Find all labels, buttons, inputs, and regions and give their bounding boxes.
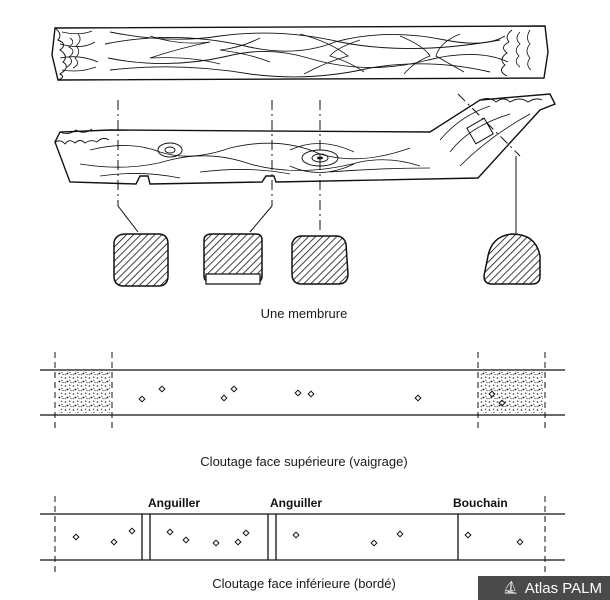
nail-marks [72,527,524,547]
boat-icon: ⛵︎ [502,580,519,595]
bottom-nailing-caption: Cloutage face inférieure (bordé) [212,576,396,591]
cross-sections [113,233,541,287]
label-anguiller-2: Anguiller [270,496,322,510]
atlas-palm-watermark: ⛵︎ Atlas PALM [478,576,610,600]
nail-marks [138,385,506,407]
label-anguiller-1: Anguiller [148,496,200,510]
watermark-text: Atlas PALM [524,579,602,597]
bottom-nailing-plank [40,496,565,576]
top-nailing-caption: Cloutage face supérieure (vaigrage) [200,454,407,469]
top-nailing-plank [40,352,565,432]
plank-top-view [51,25,549,81]
frame-caption: Une membrure [261,306,348,321]
frame-side-view [54,93,556,238]
label-bouchain: Bouchain [453,496,508,510]
